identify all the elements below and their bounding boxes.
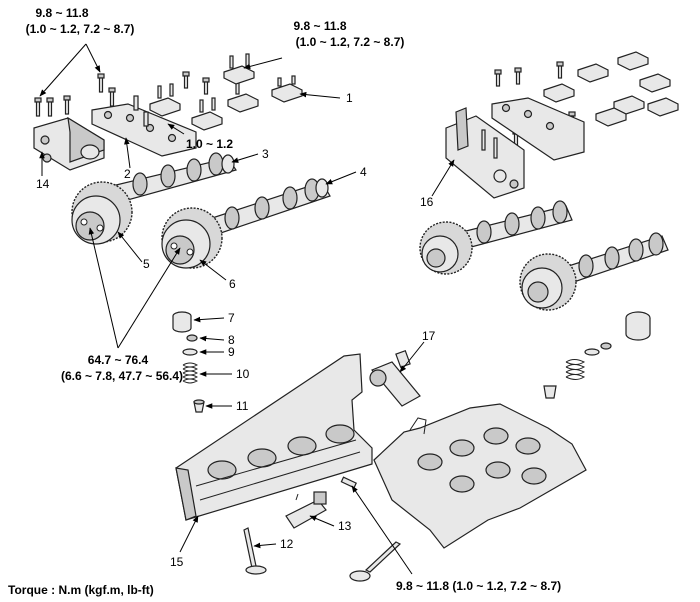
ocv-bolt <box>340 476 357 489</box>
right-exhaust-camshaft <box>519 232 669 311</box>
part-16-front-cap-bracket <box>445 107 525 199</box>
part-number-17: 17 <box>422 329 436 343</box>
part-2-bearing-cap-assembly <box>91 95 197 157</box>
part-number-12: 12 <box>280 537 294 551</box>
part-17-oil-control-valve <box>369 349 421 407</box>
part-number-3: 3 <box>262 147 269 161</box>
part-12-valve <box>243 527 267 575</box>
torque-top-left-line1: 9.8 ~ 11.8 <box>35 6 88 20</box>
leader-lines <box>39 43 455 575</box>
part-6-exhaust-sprocket <box>161 207 223 269</box>
torque-bottom: 9.8 ~ 11.8 (1.0 ~ 1.2, 7.2 ~ 8.7) <box>396 579 561 593</box>
torque-sprocket-line1: 64.7 ~ 76.4 <box>88 353 149 367</box>
part-number-2: 2 <box>124 167 131 181</box>
part-8-retainer-lock <box>186 334 198 342</box>
torque-top-center-line2: (1.0 ~ 1.2, 7.2 ~ 8.7) <box>296 35 405 49</box>
right-valve-parts <box>543 311 651 399</box>
part-5-intake-sprocket <box>71 181 133 245</box>
torque-top-center-line1: 9.8 ~ 11.8 <box>293 19 346 33</box>
part-number-1: 1 <box>346 91 353 105</box>
part-10-valve-spring <box>182 362 199 384</box>
part-number-4: 4 <box>360 165 367 179</box>
part-7-tappet <box>172 311 192 333</box>
part-number-6: 6 <box>229 277 236 291</box>
right-valve <box>349 541 402 582</box>
part-4-exhaust-camshaft <box>199 178 331 239</box>
right-bearing-cap-assembly <box>491 97 585 161</box>
torque-cap-bolt: 1.0 ~ 1.2 <box>186 137 233 151</box>
part-number-5: 5 <box>143 257 150 271</box>
torque-unit-note: Torque : N.m (kgf.m, lb-ft) <box>8 583 154 597</box>
part-9-spring-retainer <box>182 348 198 356</box>
part-number-7: 7 <box>228 311 235 325</box>
cylinder-head-right <box>373 403 587 549</box>
part-number-11: 11 <box>236 399 249 413</box>
part-number-15: 15 <box>170 555 184 569</box>
part-number-8: 8 <box>228 333 235 347</box>
part-14-front-bearing-cap <box>33 116 105 171</box>
torque-top-left-line2: (1.0 ~ 1.2, 7.2 ~ 8.7) <box>26 22 135 36</box>
torque-sprocket-line2: (6.6 ~ 7.8, 47.7 ~ 56.4) <box>61 369 183 383</box>
part-1-camshaft-caps <box>149 53 303 131</box>
right-camshaft-caps <box>543 51 679 127</box>
part-11-valve-stem-seal <box>193 399 205 413</box>
bolt-group-left <box>34 73 116 117</box>
part-15-cylinder-head-left <box>175 353 373 521</box>
part-number-10: 10 <box>236 367 250 381</box>
part-13-oil-control-valve <box>285 491 327 529</box>
part-number-13: 13 <box>338 519 352 533</box>
part-number-9: 9 <box>228 345 235 359</box>
part-number-16: 16 <box>420 195 434 209</box>
part-number-14: 14 <box>36 177 50 191</box>
right-intake-camshaft <box>419 200 573 275</box>
